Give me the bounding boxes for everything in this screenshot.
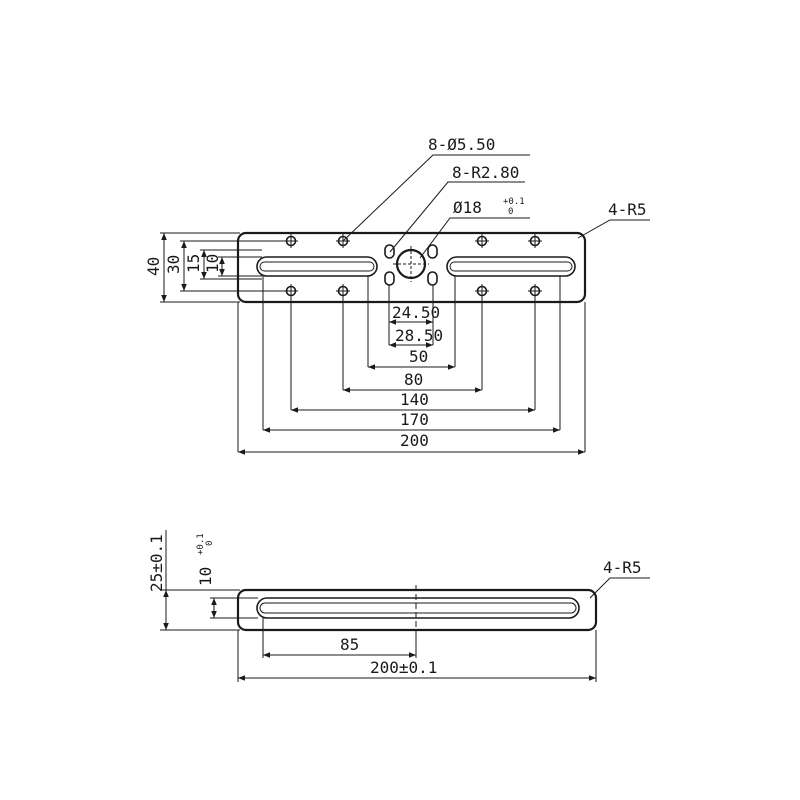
dim-80: 80 [404, 370, 423, 389]
dim-40: 40 [144, 257, 163, 276]
dim-28-50: 28.50 [395, 326, 443, 345]
mounting-hole [336, 284, 350, 298]
side-height-dim: 25±0.1 [147, 534, 166, 592]
mounting-hole [528, 234, 542, 248]
dim-50: 50 [409, 347, 428, 366]
dim-170: 170 [400, 410, 429, 429]
dim-15: 15 [184, 254, 203, 273]
dim-200: 200 [400, 431, 429, 450]
side-dim-85: 85 [340, 635, 359, 654]
right-slot [446, 256, 576, 277]
holes-radius-label: 8-R2.80 [452, 163, 519, 182]
side-dim-200: 200±0.1 [370, 658, 437, 677]
corner-radius-label: 4-R5 [608, 200, 647, 219]
dim-30: 30 [164, 255, 183, 274]
side-plate-outline [236, 588, 598, 632]
center-hole-label: Ø18 [453, 198, 482, 217]
dim-140: 140 [400, 390, 429, 409]
center-hole-tol-upper: +0.1 [503, 197, 525, 207]
top-view: 8-Ø5.50 8-R2.80 Ø18 +0.1 0 4-R5 [144, 135, 650, 455]
left-slot [256, 256, 378, 277]
dim-24-50: 24.50 [392, 303, 440, 322]
mounting-hole [528, 284, 542, 298]
mounting-hole [475, 234, 489, 248]
side-slot-inner [259, 602, 577, 614]
right-slot-inner [449, 261, 573, 272]
side-slot-tol-upper: +0.1 [196, 533, 206, 555]
side-slot-tol-lower: 0 [205, 541, 215, 546]
plate-outline [236, 231, 587, 304]
mounting-holes [284, 234, 542, 298]
mounting-hole [284, 234, 298, 248]
mounting-hole [475, 284, 489, 298]
holes-dia-label: 8-Ø5.50 [428, 135, 495, 154]
side-slot [256, 597, 580, 619]
center-hole-tol-lower: 0 [508, 207, 513, 217]
left-slot-inner [259, 261, 375, 272]
dim-10: 10 [203, 254, 222, 273]
side-view: 4-R5 25±0.1 10 +0.1 0 85 200±0.1 [147, 530, 650, 682]
side-slot-width-dim: 10 [196, 567, 215, 586]
side-corner-radius-label: 4-R5 [603, 558, 642, 577]
mounting-hole [284, 284, 298, 298]
